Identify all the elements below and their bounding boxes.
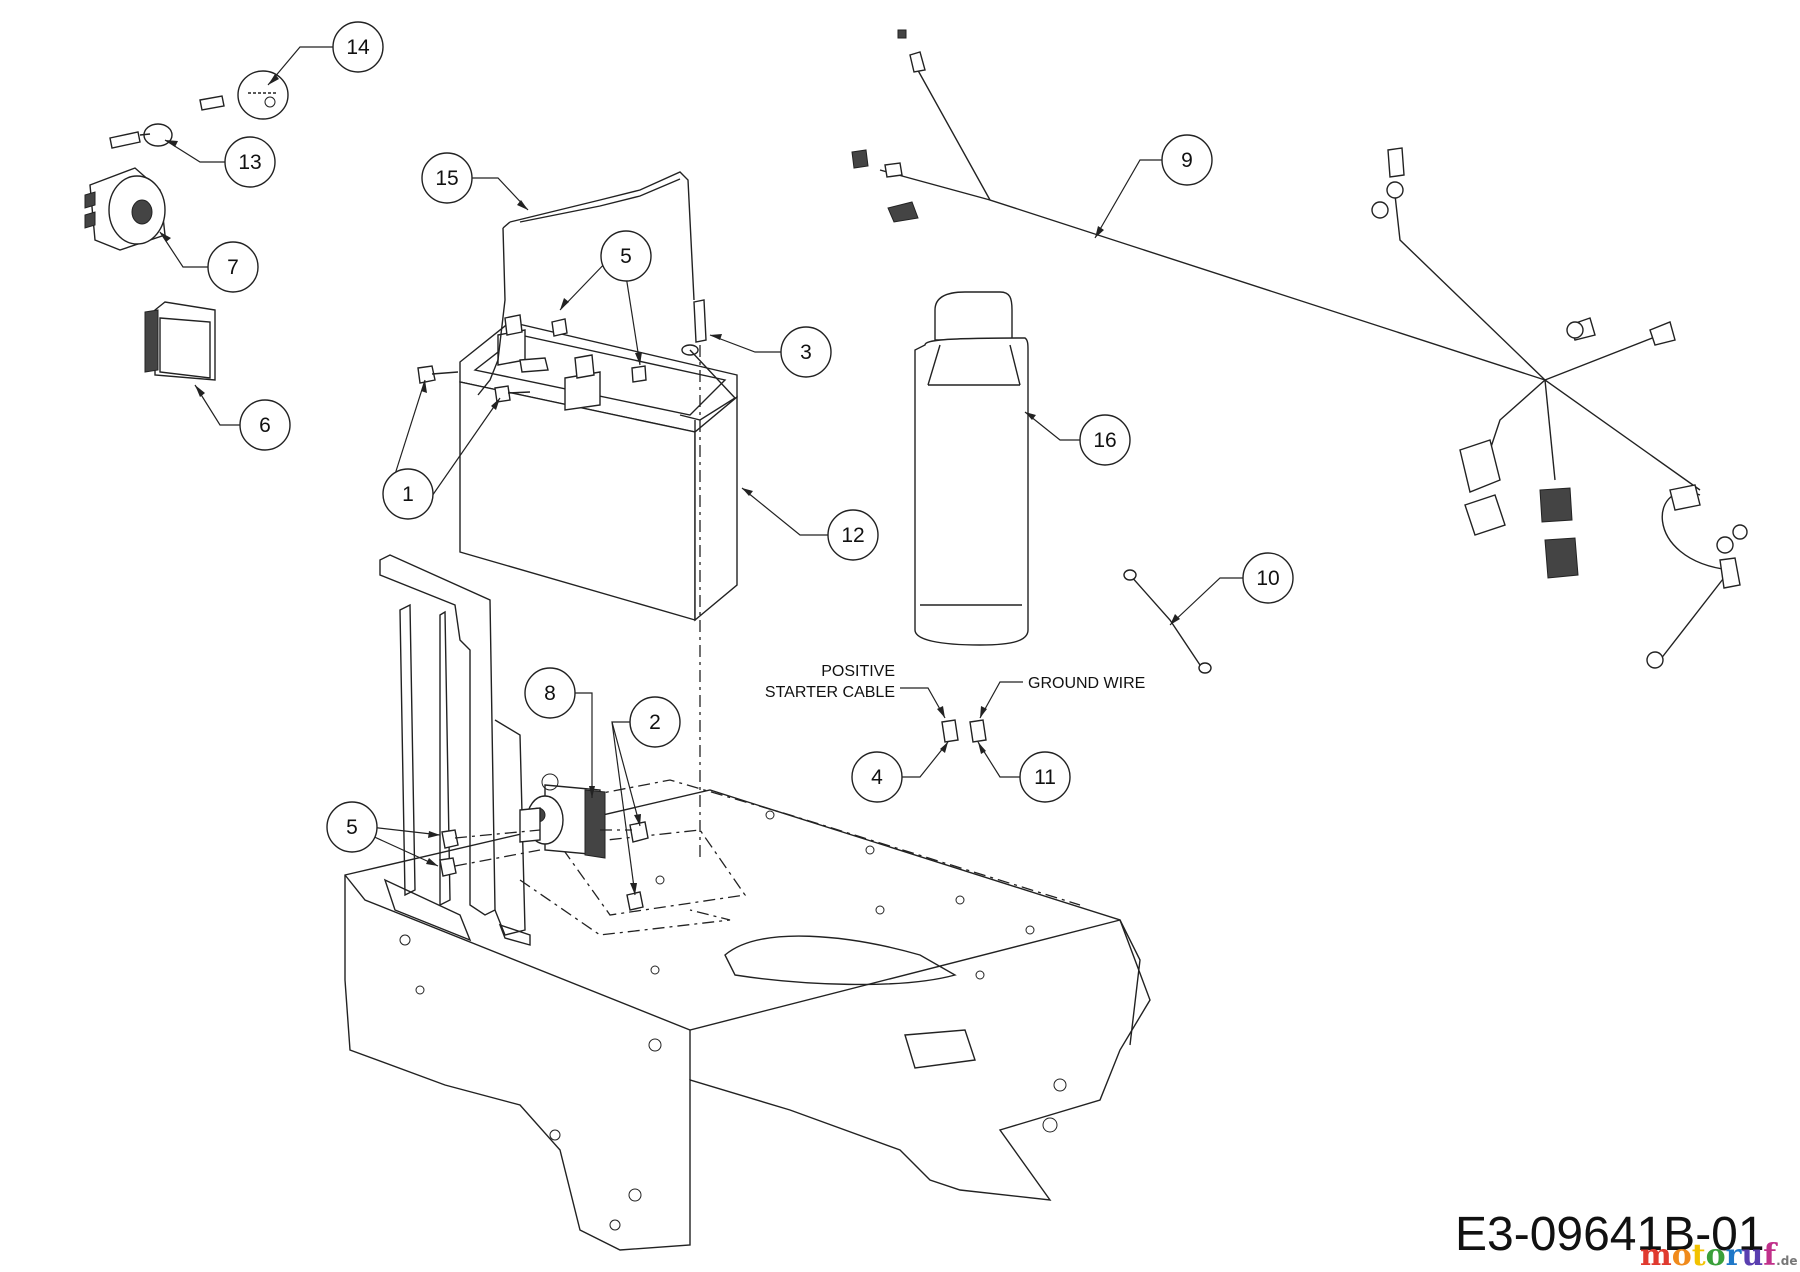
ignition-key (109, 123, 173, 149)
watermark-letter: t (1692, 1238, 1706, 1272)
frame-chassis (344, 779, 1151, 1251)
battery-fasteners (417, 299, 707, 403)
ignition-key-plate (199, 70, 289, 120)
svg-text:7: 7 (227, 256, 239, 279)
electrolyte-bottle (914, 291, 1029, 646)
wire-harness (851, 29, 1748, 669)
svg-text:14: 14 (346, 36, 370, 59)
svg-text:12: 12 (841, 524, 864, 547)
svg-text:10: 10 (1256, 567, 1279, 590)
svg-text:1: 1 (402, 483, 414, 506)
svg-text:11: 11 (1034, 766, 1056, 789)
callout-10: 9 (1161, 134, 1213, 186)
ignition-switch (84, 167, 166, 251)
callout-16: 16 (1079, 414, 1131, 466)
battery (459, 314, 738, 860)
callout-6: 5 (326, 801, 378, 853)
watermark-letter: o (1706, 1238, 1726, 1272)
watermark-letter: u (1741, 1238, 1763, 1272)
watermark-letter: r (1726, 1238, 1743, 1272)
callout-5-lower: 4 (851, 751, 903, 803)
svg-text:4: 4 (871, 766, 883, 789)
ground-strap (1123, 569, 1212, 674)
watermark-letter: m (1640, 1238, 1672, 1272)
watermark-logo: motoruf.de (1640, 1238, 1797, 1272)
callout-14: 14 (332, 21, 384, 73)
cable-nuts (941, 719, 987, 743)
svg-text:5: 5 (620, 245, 632, 268)
callout-12: 12 (827, 509, 879, 561)
watermark-suffix: .de (1776, 1254, 1797, 1268)
svg-text:16: 16 (1093, 429, 1116, 452)
pto-switch (144, 301, 216, 381)
callout-2: 2 (629, 696, 681, 748)
svg-text:9: 9 (1181, 149, 1193, 172)
leader-lines (159, 46, 1243, 896)
watermark-letter: o (1672, 1238, 1692, 1272)
svg-text:3: 3 (800, 341, 812, 364)
svg-text:15: 15 (435, 167, 458, 190)
starter-solenoid (519, 773, 606, 859)
drawing-code: E3-09641B-01 (1455, 1208, 1765, 1261)
ground-wire-label: GROUND WIRE (1028, 675, 1145, 692)
positive-starter-cable-label-line1: POSITIVE (821, 663, 895, 680)
svg-text:5: 5 (346, 816, 358, 839)
battery-hold-down-strap (477, 171, 737, 421)
svg-text:13: 13 (238, 151, 261, 174)
svg-text:6: 6 (259, 414, 271, 437)
callout-3: 3 (780, 326, 832, 378)
frame-fasteners (439, 821, 649, 911)
callout-8: 7 (207, 241, 259, 293)
callout-15: 15 (421, 152, 473, 204)
battery-support-bracket (379, 554, 531, 946)
svg-text:2: 2 (649, 711, 661, 734)
callout-1: 1 (382, 468, 434, 520)
positive-starter-cable-label-line2: STARTER CABLE (765, 684, 895, 701)
watermark-letter: f (1763, 1238, 1778, 1272)
callout-9: 8 (524, 667, 576, 719)
callout-7: 6 (239, 399, 291, 451)
callout-13: 13 (224, 136, 276, 188)
callout-5-top: 5 (600, 230, 652, 282)
svg-text:8: 8 (544, 682, 556, 705)
callout-11: 10 (1242, 552, 1294, 604)
callout-4: 11 (1019, 751, 1071, 803)
